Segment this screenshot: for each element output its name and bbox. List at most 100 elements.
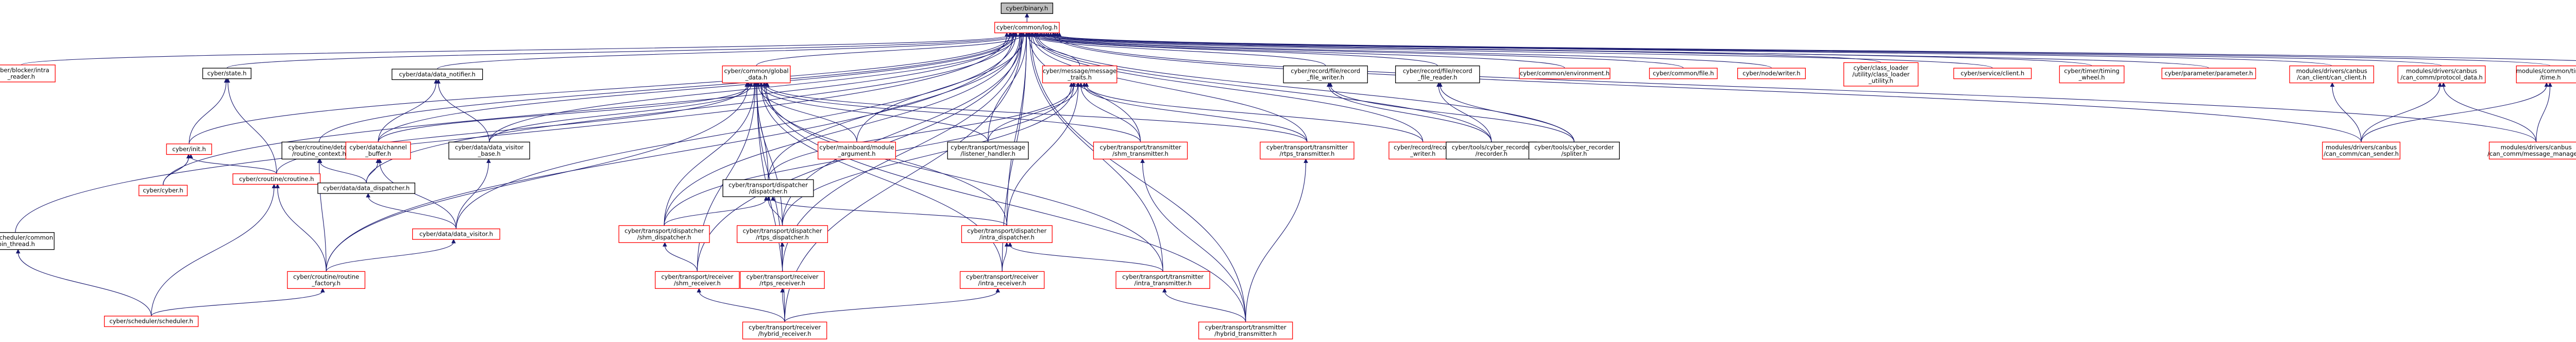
edge-recorder-to-record_file_reader	[1436, 82, 1492, 142]
edge-hybrid_receiver-to-shm_receiver	[697, 288, 785, 322]
nodes-layer: cyber/binary.h cyber/common/log.h cyber/bl…	[0, 3, 2576, 339]
edge-can_sender-to-protocol_data	[2361, 82, 2443, 142]
node-can-client[interactable]: modules/drivers/canbus/can_client/can_cl…	[2289, 66, 2375, 84]
edge-croutine-to-state	[226, 78, 277, 174]
node-file[interactable]: cyber/common/file.h	[1649, 68, 1718, 79]
edge-routine_factory-to-croutine	[275, 184, 327, 272]
edge-record_writer-to-message_traits	[1084, 82, 1423, 142]
node-data-notifier[interactable]: cyber/data/data_notifier.h	[392, 69, 483, 80]
edge-data_dispatcher-to-channel_buffer	[366, 158, 380, 183]
node-global-data[interactable]: cyber/common/global_data.h	[722, 66, 791, 84]
node-scheduler[interactable]: cyber/scheduler/scheduler.h	[104, 316, 199, 327]
node-box	[1093, 141, 1188, 160]
node-shm-dispatcher[interactable]: cyber/transport/dispatcher/shm_dispatche…	[618, 225, 710, 243]
node-label-line: modules/drivers/canbus	[2501, 143, 2572, 151]
node-record-file-writer[interactable]: cyber/record/file/record_file_writer.h	[1283, 66, 1368, 84]
edge-rtps_transmitter-to-message_traits	[1082, 82, 1308, 142]
node-channel-buffer[interactable]: cyber/data/channel_buffer.h	[345, 141, 411, 160]
node-protocol-data[interactable]: modules/drivers/canbus/can_comm/protocol…	[2397, 66, 2486, 84]
node-listener-handler[interactable]: cyber/transport/message/listener_handler…	[947, 141, 1029, 160]
edge-listener_handler-to-log	[988, 32, 1029, 142]
node-data-visitor[interactable]: cyber/data/data_visitor.h	[412, 228, 500, 240]
node-message-traits[interactable]: cyber/message/message_traits.h	[1042, 66, 1117, 84]
node-state[interactable]: cyber/state.h	[202, 68, 252, 79]
node-label-line: /recorder.h	[1476, 150, 1507, 157]
node-rtps-transmitter[interactable]: cyber/transport/transmitter/rtps_transmi…	[1260, 141, 1354, 160]
node-box	[1001, 3, 1054, 14]
node-box	[994, 22, 1060, 34]
node-box	[740, 271, 825, 289]
node-data-dispatcher[interactable]: cyber/data/data_dispatcher.h	[317, 182, 415, 194]
node-box	[2488, 141, 2576, 160]
node-shm-receiver[interactable]: cyber/transport/receiver/shm_receiver.h	[655, 271, 740, 289]
node-label-line: _traits.h	[1067, 74, 1092, 81]
node-label-line: cyber/transport/transmitter	[1100, 143, 1181, 151]
node-intra-dispatcher[interactable]: cyber/transport/dispatcher/intra_dispatc…	[961, 225, 1053, 243]
node-cyber-h[interactable]: cyber/cyber.h	[138, 185, 188, 197]
node-label-line: cyber/transport/receiver	[747, 273, 819, 280]
node-box	[2161, 68, 2256, 79]
node-recorder[interactable]: cyber/tools/cyber_recorder/recorder.h	[1446, 141, 1537, 160]
node-message-manager[interactable]: modules/drivers/canbus/can_comm/message_…	[2487, 141, 2576, 160]
node-rtps-dispatcher[interactable]: cyber/transport/dispatcher/rtps_dispatch…	[736, 225, 828, 243]
node-label-line: cyber/data/data_dispatcher.h	[323, 185, 410, 192]
node-log[interactable]: cyber/common/log.h	[994, 22, 1060, 34]
node-init[interactable]: cyber/init.h	[166, 143, 212, 155]
node-spliter[interactable]: cyber/tools/cyber_recorder/spliter.h	[1528, 141, 1620, 160]
edge-rtps_dispatcher-to-message_traits	[782, 82, 1076, 226]
node-parameter[interactable]: cyber/parameter/parameter.h	[2161, 68, 2256, 79]
node-shm-transmitter[interactable]: cyber/transport/transmitter/shm_transmit…	[1093, 141, 1188, 160]
node-hybrid-transmitter[interactable]: cyber/transport/transmitter/hybrid_trans…	[1198, 321, 1293, 339]
node-label-line: /shm_transmitter.h	[1112, 150, 1168, 157]
node-label-line: modules/drivers/canbus	[2406, 68, 2477, 75]
node-node-writer[interactable]: cyber/node/writer.h	[1737, 68, 1806, 79]
node-can-sender[interactable]: modules/drivers/canbus/can_comm/can_send…	[2322, 141, 2401, 160]
edge-listener_handler-to-message_traits	[988, 82, 1080, 142]
node-label-line: cyber/transport/dispatcher	[743, 227, 822, 234]
node-label-line: _argument.h	[838, 150, 876, 157]
node-label-line: cyber/transport/message	[951, 143, 1025, 151]
node-label-line: cyber/init.h	[172, 145, 206, 153]
node-intra-receiver[interactable]: cyber/transport/receiver/intra_receiver.…	[959, 271, 1045, 289]
node-box	[947, 141, 1029, 160]
node-label-line: /can_client/can_client.h	[2297, 74, 2366, 81]
node-croutine[interactable]: cyber/croutine/croutine.h	[232, 173, 321, 185]
node-service-client[interactable]: cyber/service/client.h	[1953, 68, 2032, 79]
node-data-visitor-base[interactable]: cyber/data/data_visitor_base.h	[448, 141, 530, 160]
edge-data_visitor-to-data_visitor_base	[455, 158, 491, 229]
edge-shm_dispatcher-to-global_data	[664, 82, 757, 226]
node-croutine-context[interactable]: cyber/croutine/detail/routine_context.h	[281, 141, 357, 160]
edge-shm_dispatcher-to-dispatcher	[664, 196, 769, 226]
node-environment[interactable]: cyber/common/environment.h	[1519, 68, 1611, 79]
node-class-utility[interactable]: cyber/class_loader/utility/class_loader_…	[1843, 62, 1919, 87]
node-routine-factory[interactable]: cyber/croutine/routine_factory.h	[287, 271, 366, 289]
node-time[interactable]: modules/common/time/time.h	[2516, 66, 2576, 84]
node-hybrid-receiver[interactable]: cyber/transport/receiver/hybrid_receiver…	[742, 321, 827, 339]
node-intra-reader[interactable]: cyber/blocker/intra_reader.h	[0, 64, 56, 83]
node-label-line: cyber/data/data_visitor	[455, 143, 523, 151]
node-dispatcher[interactable]: cyber/transport/dispatcher/dispatcher.h	[722, 179, 814, 198]
node-box	[1843, 62, 1919, 87]
node-timing-wheel[interactable]: cyber/timer/timing_wheel.h	[2059, 66, 2125, 84]
node-record-writer[interactable]: cyber/record/record_writer.h	[1388, 141, 1458, 160]
node-box	[412, 228, 500, 240]
node-label-line: /dispatcher.h	[749, 188, 788, 195]
node-label-line: cyber/data/channel	[349, 143, 406, 151]
node-label-line: modules/drivers/canbus	[2326, 143, 2397, 151]
node-module-argument[interactable]: cyber/mainboard/module_argument.h	[818, 141, 896, 160]
edge-init-to-log	[189, 32, 1013, 144]
node-box	[392, 69, 483, 80]
edge-hybrid_receiver-to-intra_receiver	[784, 288, 1001, 322]
node-root: cyber/binary.h	[1001, 3, 1054, 14]
node-rtps-receiver[interactable]: cyber/transport/receiver/rtps_receiver.h	[740, 271, 825, 289]
node-label-line: _factory.h	[311, 280, 341, 287]
node-record-file-reader[interactable]: cyber/record/file/record_file_reader.h	[1395, 66, 1480, 84]
node-label-line: /listener_handler.h	[960, 150, 1015, 157]
edge-scheduler-to-routine_factory	[151, 288, 325, 316]
node-intra-transmitter[interactable]: cyber/transport/transmitter/intra_transm…	[1115, 271, 1210, 289]
node-box	[2322, 141, 2401, 160]
node-label-line: _file_writer.h	[1307, 74, 1345, 81]
node-poller[interactable]: cyber/scheduler/common/pin_thread.h	[0, 232, 55, 250]
node-box	[232, 173, 321, 185]
edge-shm_receiver-to-shm_dispatcher	[663, 242, 698, 272]
